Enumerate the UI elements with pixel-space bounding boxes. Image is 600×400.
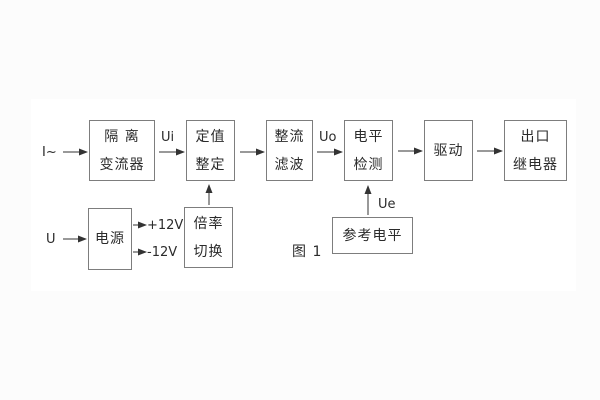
figure-caption: 图 1 <box>292 244 323 260</box>
rail-plus12v-label: +12V <box>147 218 184 233</box>
block-isolation-line2: 变流器 <box>99 156 145 173</box>
block-relay-line2: 继电器 <box>513 156 558 173</box>
signal-ue-label: Ue <box>378 197 396 212</box>
block-rectifier-filter: 整流 滤波 <box>266 120 313 181</box>
block-reference-level: 参考电平 <box>332 217 413 254</box>
block-reference-label: 参考电平 <box>342 227 403 244</box>
rail-minus12v-label: -12V <box>147 245 178 260</box>
block-isolation-transformer: 隔 离 变流器 <box>89 120 155 181</box>
block-level-line1: 电平 <box>353 128 384 145</box>
signal-ui-label: Ui <box>161 130 175 145</box>
block-drive: 驱动 <box>424 120 473 181</box>
block-setting-line1: 定值 <box>195 128 226 145</box>
block-power-label: 电源 <box>95 231 125 247</box>
input-voltage-label: U <box>46 232 56 247</box>
block-isolation-line1: 隔 离 <box>104 128 140 145</box>
block-ratio-line1: 倍率 <box>193 215 224 232</box>
input-current-label: I~ <box>42 145 57 160</box>
block-drive-label: 驱动 <box>433 142 464 159</box>
block-rectifier-line1: 整流 <box>274 128 305 145</box>
block-ratio-line2: 切换 <box>193 243 224 260</box>
block-rectifier-line2: 滤波 <box>274 156 305 173</box>
block-relay-line1: 出口 <box>520 128 551 145</box>
block-power-supply: 电源 <box>88 208 132 270</box>
block-level-detection: 电平 检测 <box>344 120 393 181</box>
block-level-line2: 检测 <box>353 156 384 173</box>
block-ratio-switch: 倍率 切换 <box>184 207 233 268</box>
block-setpoint-adjustment: 定值 整定 <box>186 120 235 181</box>
block-setting-line2: 整定 <box>195 156 226 173</box>
block-output-relay: 出口 继电器 <box>504 120 567 181</box>
signal-uo-label: Uo <box>319 130 337 145</box>
